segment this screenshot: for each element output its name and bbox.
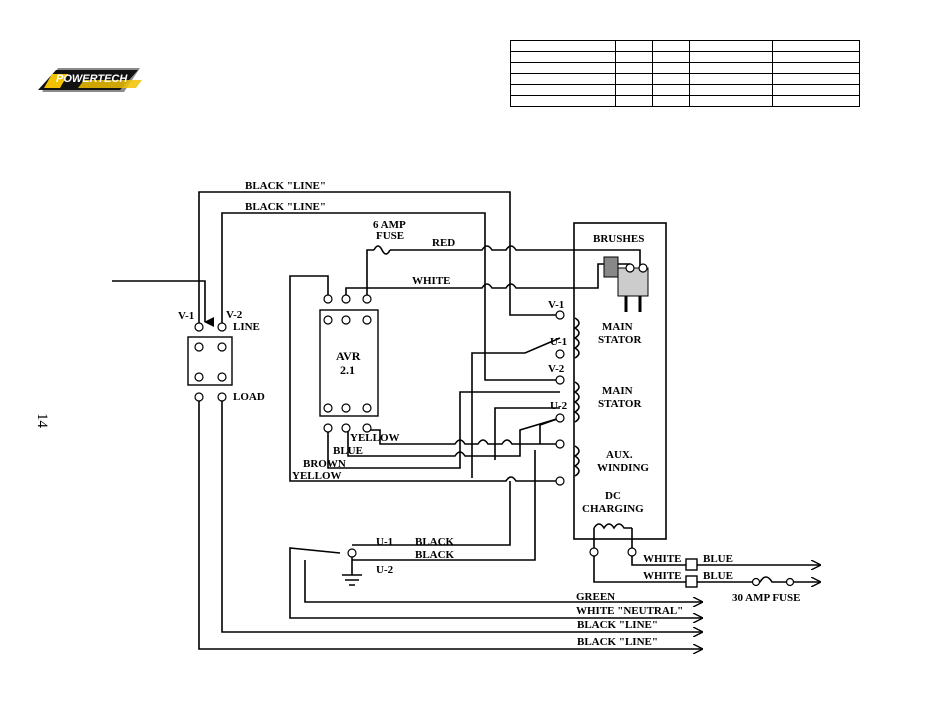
input-arrow [112, 280, 214, 327]
generator-housing [573, 222, 667, 540]
label-u2-ground: U-2 [376, 564, 394, 576]
wire-dc-out-2 [593, 552, 820, 582]
label-black-line-top1: BLACK "LINE" [245, 180, 326, 192]
label-main-stator1-1: MAIN [602, 321, 633, 333]
main-stator-1-coil [573, 317, 580, 359]
label-avr-2: 2.1 [340, 363, 355, 377]
wire-white [345, 263, 631, 296]
label-brown-avr: BROWN [303, 458, 346, 470]
wire-black-line-1 [198, 191, 560, 327]
label-line-left: LINE [233, 321, 260, 333]
label-blue-dc2: BLUE [703, 570, 733, 582]
label-v1-left: V-1 [178, 310, 194, 322]
ground-symbol [342, 553, 362, 586]
label-v1-stator: V-1 [548, 299, 564, 311]
fuse-6amp [373, 245, 391, 255]
label-u1-stator: U-1 [550, 336, 567, 348]
wire-black-line-out-2 [198, 400, 702, 649]
label-brushes: BRUSHES [593, 233, 644, 245]
label-main-stator2-2: STATOR [598, 398, 642, 410]
wire-black-line-2 [221, 212, 560, 381]
wire-black-line-out-1 [221, 400, 702, 632]
label-blue-dc1: BLUE [703, 553, 733, 565]
label-avr-1: AVR [336, 349, 361, 363]
label-dc-1: DC [605, 490, 621, 502]
wire-green-out [304, 560, 702, 602]
terminals [194, 263, 648, 558]
breaker-block [187, 336, 233, 386]
brushes-icon [603, 256, 649, 312]
wire-white-neutral-out [289, 547, 702, 618]
header-table [510, 40, 860, 107]
label-black-line-out1: BLACK "LINE" [577, 619, 658, 631]
label-fuse-6amp-2: FUSE [376, 230, 404, 242]
label-u1-ground: U-1 [376, 536, 393, 548]
label-white-dc1: WHITE [643, 553, 682, 565]
label-fuse-6amp-1: 6 AMP [373, 219, 406, 231]
label-v2-stator: V-2 [548, 363, 565, 375]
label-dc-2: CHARGING [582, 503, 644, 515]
wire-ground-black-2 [352, 450, 536, 561]
label-yellow-avr: YELLOW [350, 432, 400, 444]
label-green-out: GREEN [576, 591, 615, 603]
label-main-stator2-1: MAIN [602, 385, 633, 397]
logo-text: POWERTECH [56, 73, 128, 85]
label-white-dc2: WHITE [643, 570, 682, 582]
label-yellow-bottom: YELLOW [292, 470, 342, 482]
wire-ground-black-1 [352, 481, 511, 546]
label-load-left: LOAD [233, 391, 265, 403]
label-white-top: WHITE [412, 275, 451, 287]
label-u2-stator: U-2 [550, 400, 568, 412]
aux-winding-coil [573, 445, 580, 477]
powertech-logo: POWERTECH [38, 68, 142, 92]
label-black-ground1: BLACK [415, 536, 455, 548]
label-red: RED [432, 237, 455, 249]
main-stator-2-coil [573, 381, 580, 423]
wire-u1 [471, 337, 561, 478]
dc-charging-coil [593, 523, 632, 530]
wire-dc-out-1 [631, 552, 820, 565]
wire-red [390, 245, 641, 268]
label-aux-2: WINDING [597, 462, 649, 474]
label-white-neutral-out: WHITE "NEUTRAL" [576, 605, 683, 617]
label-blue-avr: BLUE [333, 445, 363, 457]
label-black-line-out2: BLACK "LINE" [577, 636, 658, 648]
label-black-line-top2: BLACK "LINE" [245, 201, 326, 213]
label-main-stator1-2: STATOR [598, 334, 642, 346]
wire-brown-avr [327, 391, 560, 469]
label-black-ground2: BLACK [415, 549, 455, 561]
label-aux-1: AUX. [606, 449, 633, 461]
label-v2-left: V-2 [226, 309, 243, 321]
wire-yellow-bottom [289, 275, 560, 482]
label-fuse-30amp: 30 AMP FUSE [732, 592, 800, 604]
wire-yellow-avr [367, 429, 560, 445]
avr-block [319, 309, 379, 417]
